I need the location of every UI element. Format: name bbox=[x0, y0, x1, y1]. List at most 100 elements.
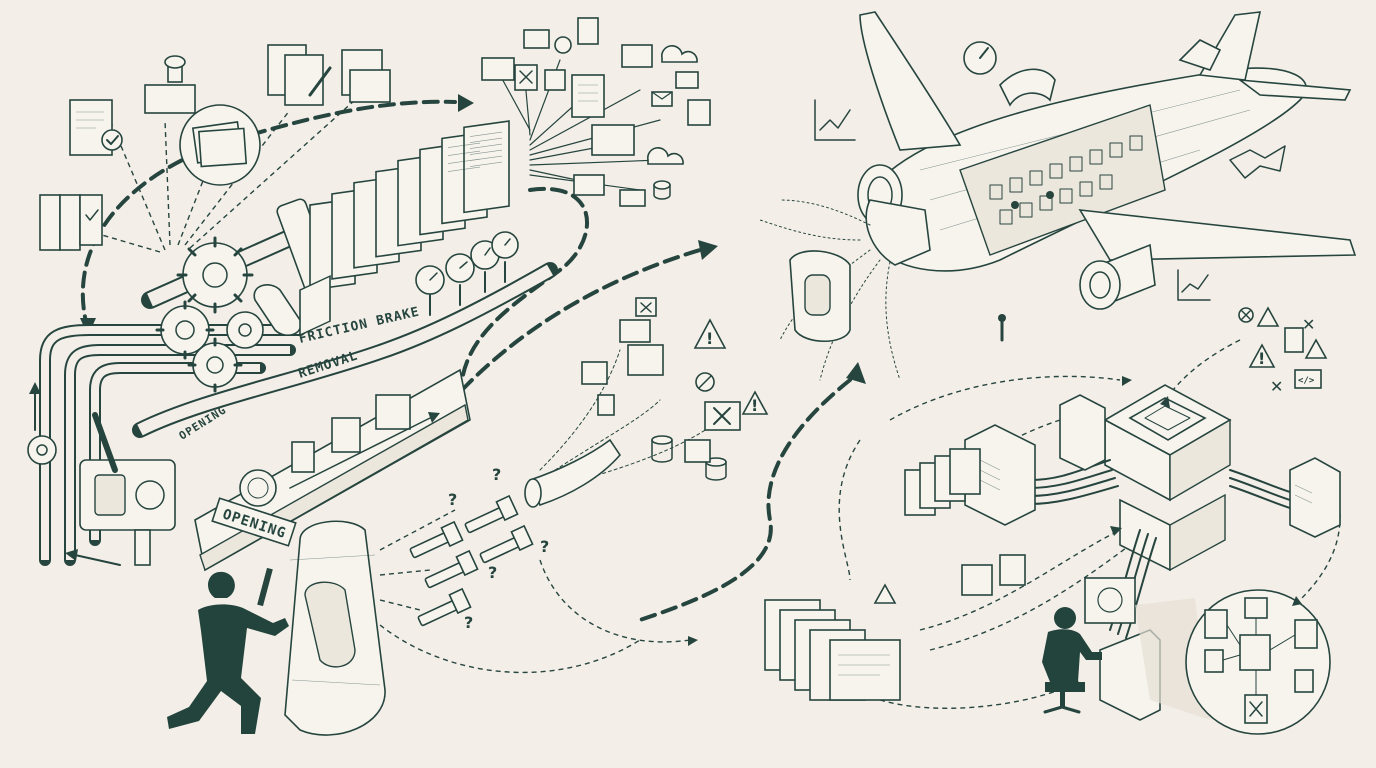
document-stack bbox=[309, 120, 510, 291]
worker-silhouette bbox=[167, 567, 289, 734]
gauge-row bbox=[415, 231, 519, 316]
wing-top bbox=[859, 11, 962, 151]
gear-icon bbox=[155, 300, 215, 360]
database-icon bbox=[653, 180, 671, 190]
speedometer-icon bbox=[963, 41, 997, 75]
document-icon bbox=[577, 17, 599, 45]
document-icon bbox=[291, 441, 315, 473]
data-center: ! ✕ ✕ </> bbox=[764, 306, 1341, 735]
document-pen-icon bbox=[267, 44, 332, 106]
gear-icon bbox=[226, 311, 264, 349]
cloud-icon bbox=[647, 147, 684, 165]
gear-icon bbox=[176, 236, 254, 314]
server-core bbox=[1103, 384, 1232, 572]
bird-icon bbox=[1229, 145, 1286, 179]
airplane bbox=[759, 11, 1357, 381]
bolts-group: ? ? ? ? ? bbox=[409, 465, 549, 632]
question-mark: ? bbox=[464, 613, 473, 632]
chute-icon bbox=[999, 68, 1056, 107]
inbox-icon bbox=[341, 49, 391, 103]
stamp-icon bbox=[144, 55, 196, 114]
warning-icon bbox=[693, 318, 727, 349]
bolt-icon bbox=[479, 524, 534, 564]
line-chart-icon bbox=[1177, 269, 1211, 301]
gauge-icon bbox=[445, 253, 475, 306]
question-mark: ? bbox=[492, 465, 501, 484]
valve-wheel-icon bbox=[27, 435, 57, 465]
falling-person-icon bbox=[998, 314, 1006, 322]
debris-burst bbox=[759, 199, 931, 381]
bolt-icon bbox=[417, 587, 472, 627]
paperwork-icons bbox=[39, 44, 391, 251]
warning-mark: ! bbox=[1258, 349, 1265, 368]
database-icon bbox=[651, 435, 673, 445]
cross-mark: ✕ bbox=[1270, 377, 1283, 396]
certificate-document-icon bbox=[69, 99, 123, 156]
cloud-icon bbox=[661, 45, 698, 63]
window-icon bbox=[999, 554, 1026, 586]
document-icon bbox=[687, 99, 711, 126]
monitor-icon bbox=[1084, 577, 1136, 624]
warning-icon bbox=[1248, 343, 1276, 368]
cross-mark: ✕ bbox=[1302, 315, 1315, 334]
document-icon bbox=[597, 394, 615, 416]
window-icon bbox=[684, 439, 711, 463]
server-rack-icon bbox=[1059, 394, 1106, 471]
bolt-icon bbox=[424, 549, 479, 589]
data-icon-cluster bbox=[481, 17, 711, 207]
door-panel bbox=[284, 520, 386, 736]
window-icon bbox=[619, 319, 651, 343]
window-icon bbox=[961, 564, 993, 596]
question-mark: ? bbox=[448, 490, 457, 509]
label-removal: REMOVAL bbox=[297, 348, 360, 381]
document-icon bbox=[331, 417, 361, 453]
disc-icon bbox=[239, 469, 277, 507]
code-tag: </> bbox=[1298, 376, 1315, 386]
funnel-tube bbox=[524, 438, 622, 508]
code-window-icon bbox=[627, 344, 664, 376]
server-rack-icon bbox=[1289, 457, 1341, 538]
checklist-icon bbox=[571, 74, 605, 118]
alert-icons: ! ✕ ✕ </> bbox=[1238, 306, 1328, 396]
magnified-flowchart bbox=[1135, 589, 1331, 735]
engine-icon bbox=[1079, 243, 1156, 310]
gear-icon bbox=[187, 337, 243, 393]
wing-right bbox=[1078, 209, 1357, 261]
error-cluster: ! ! bbox=[524, 297, 769, 508]
window-icon bbox=[523, 29, 550, 49]
gauge-icon bbox=[491, 231, 519, 283]
question-mark: ? bbox=[488, 563, 497, 582]
warning-icon bbox=[873, 583, 897, 604]
valve-block bbox=[79, 412, 176, 566]
warning-mark: ! bbox=[706, 329, 713, 348]
chart-window-icon bbox=[591, 124, 635, 156]
window-icon bbox=[621, 44, 653, 68]
arrow-left-icon bbox=[65, 549, 121, 566]
question-mark: ? bbox=[540, 537, 549, 556]
arrow-up-icon bbox=[29, 382, 41, 431]
connector-arrowheads bbox=[688, 376, 1302, 646]
folder-icon bbox=[675, 71, 699, 89]
bolt-icon bbox=[464, 494, 519, 534]
warning-mark: ! bbox=[751, 396, 758, 415]
operator-silhouette bbox=[1042, 607, 1102, 714]
code-icon bbox=[544, 69, 566, 91]
window-icon bbox=[581, 361, 608, 385]
window-icon bbox=[619, 189, 646, 207]
warning-icon bbox=[1256, 306, 1280, 327]
window-icon bbox=[481, 57, 515, 81]
gauge-icon bbox=[415, 265, 445, 316]
warning-icon bbox=[741, 390, 769, 415]
document-icon bbox=[1284, 327, 1304, 353]
file-stack bbox=[904, 448, 981, 516]
binder-icon bbox=[39, 194, 103, 251]
bolt-icon bbox=[409, 520, 464, 559]
server-rack-icon bbox=[964, 424, 1036, 526]
document-icon bbox=[375, 394, 411, 430]
warning-icon bbox=[1304, 338, 1328, 359]
line-chart-icon bbox=[814, 99, 856, 141]
document-folder-circle-icon bbox=[179, 104, 261, 186]
window-icon bbox=[573, 174, 605, 196]
screen-stack bbox=[764, 599, 901, 701]
globe-icon bbox=[554, 36, 572, 54]
